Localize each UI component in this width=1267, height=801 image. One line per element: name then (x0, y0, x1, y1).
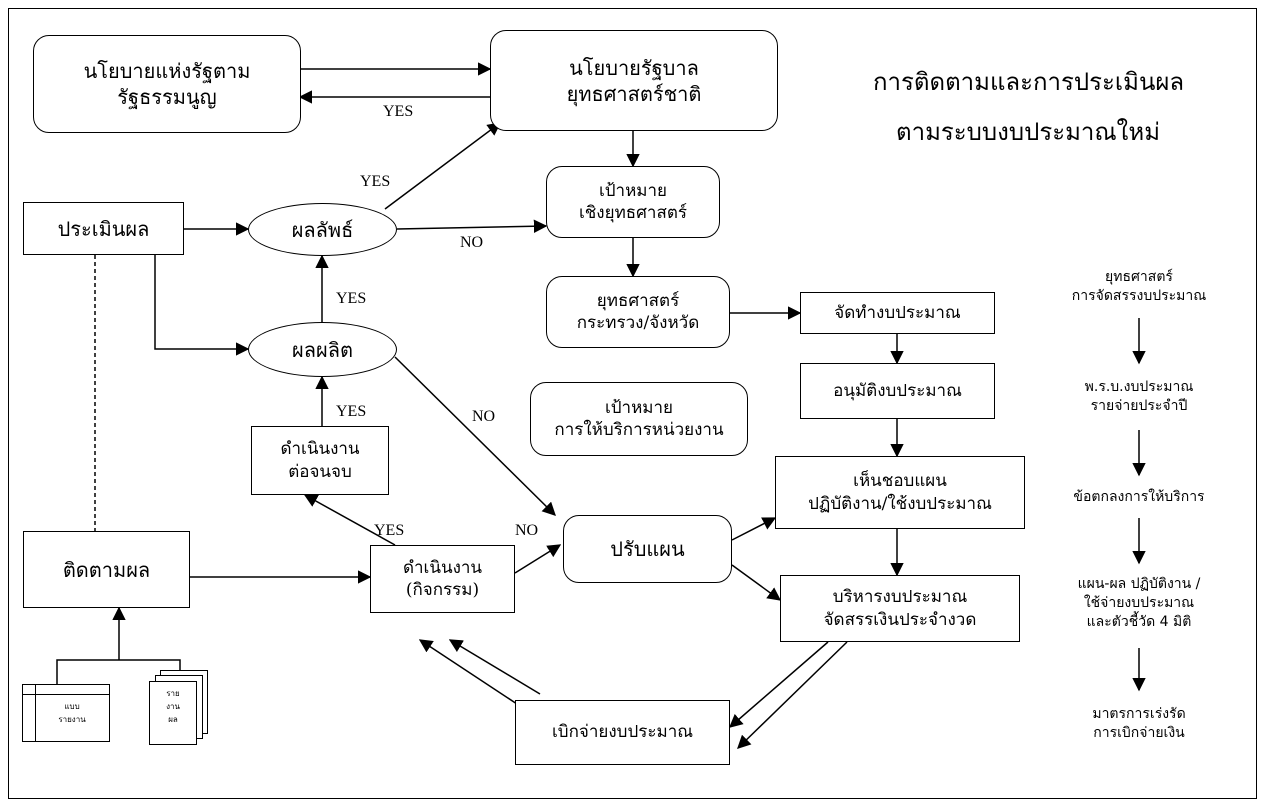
label-yes-national: YES (383, 103, 414, 120)
report-form-doc: แบบ รายงาน (22, 684, 110, 742)
label-yes-operation: YES (374, 522, 405, 539)
arrow-operation-no-adjust (514, 544, 562, 574)
node-national-policy: นโยบายแห่งรัฐตาม รัฐธรรมนูญ (33, 35, 301, 133)
arrow-output-no-adjust (394, 356, 556, 516)
label-yes-outcome: YES (360, 173, 391, 190)
arrow-admin-to-disburse-1 (728, 641, 829, 728)
diagram-frame (8, 8, 1257, 799)
label-no-outcome: NO (460, 234, 484, 251)
report-stack-label: ราย งาน ผล (166, 689, 180, 724)
label-no-operation: NO (515, 522, 539, 539)
node-ministry-strategy: ยุทธศาสตร์ กระทรวง/จังหวัด (546, 276, 730, 348)
side-step-1: ยุทธศาสตร์ การจัดสรรงบประมาณ (1071, 269, 1207, 304)
report-form-rule (23, 694, 109, 695)
side-step-3: ข้อตกลงการให้บริการ (1073, 489, 1205, 505)
side-step-5: มาตรการเร่งรัด การเบิกจ่ายเงิน (1092, 706, 1186, 741)
arrow-adjust-to-budgetadmin (731, 564, 782, 601)
arrow-disburse-to-operation-2 (448, 639, 541, 695)
node-output: ผลผลิต (248, 322, 397, 377)
node-operation: ดำเนินงาน (กิจกรรม) (370, 545, 515, 613)
arrow-eval-to-output (154, 255, 250, 356)
node-monitoring: ติดตามผล (23, 531, 190, 608)
report-form-margin (35, 685, 36, 741)
arrow-outcome-yes-gov (384, 122, 502, 210)
report-form-label: แบบ รายงาน (58, 702, 86, 724)
node-budget-prep: จัดทำงบประมาณ (800, 292, 995, 334)
arrow-disburse-to-operation-1 (418, 639, 521, 707)
node-disbursement: เบิกจ่ายงบประมาณ (515, 700, 730, 765)
report-stack-front: ราย งาน ผล (149, 681, 197, 745)
node-strategic-target: เป้าหมาย เชิงยุทธศาสตร์ (546, 166, 720, 238)
node-service-target: เป้าหมาย การให้บริการหน่วยงาน (530, 382, 748, 456)
side-step-4: แผน-ผล ปฏิบัติงาน / ใช้จ่ายงบประมาณ และต… (1077, 576, 1201, 630)
node-evaluation: ประเมินผล (23, 202, 184, 255)
node-gov-policy: นโยบายรัฐบาล ยุทธศาสตร์ชาติ (490, 30, 778, 131)
label-no-output: NO (472, 408, 496, 425)
node-continue-work: ดำเนินงาน ต่อจนจบ (251, 426, 389, 495)
arrow-outcome-no-target (396, 219, 548, 233)
node-adjust-plan: ปรับแผน (563, 515, 732, 583)
label-yes-output: YES (336, 290, 367, 307)
arrow-admin-to-disburse-2 (737, 641, 848, 749)
title-line-1: การติดตามและการประเมินผล (873, 68, 1185, 96)
node-budget-admin: บริหารงบประมาณ จัดสรรเงินประจำงวด (780, 575, 1020, 642)
node-outcome: ผลลัพธ์ (248, 203, 397, 256)
node-budget-approve: อนุมัติงบประมาณ (800, 363, 995, 419)
title-line-2: ตามระบบงบประมาณใหม่ (896, 118, 1161, 146)
arrow-operation-yes-continue (303, 494, 396, 546)
arrow-adjust-to-planapprove (731, 517, 777, 541)
side-step-2: พ.ร.บ.งบประมาณ รายจ่ายประจำปี (1084, 379, 1194, 414)
node-plan-approve: เห็นชอบแผน ปฏิบัติงาน/ใช้งบประมาณ (775, 456, 1025, 529)
label-yes-continue: YES (336, 403, 367, 420)
